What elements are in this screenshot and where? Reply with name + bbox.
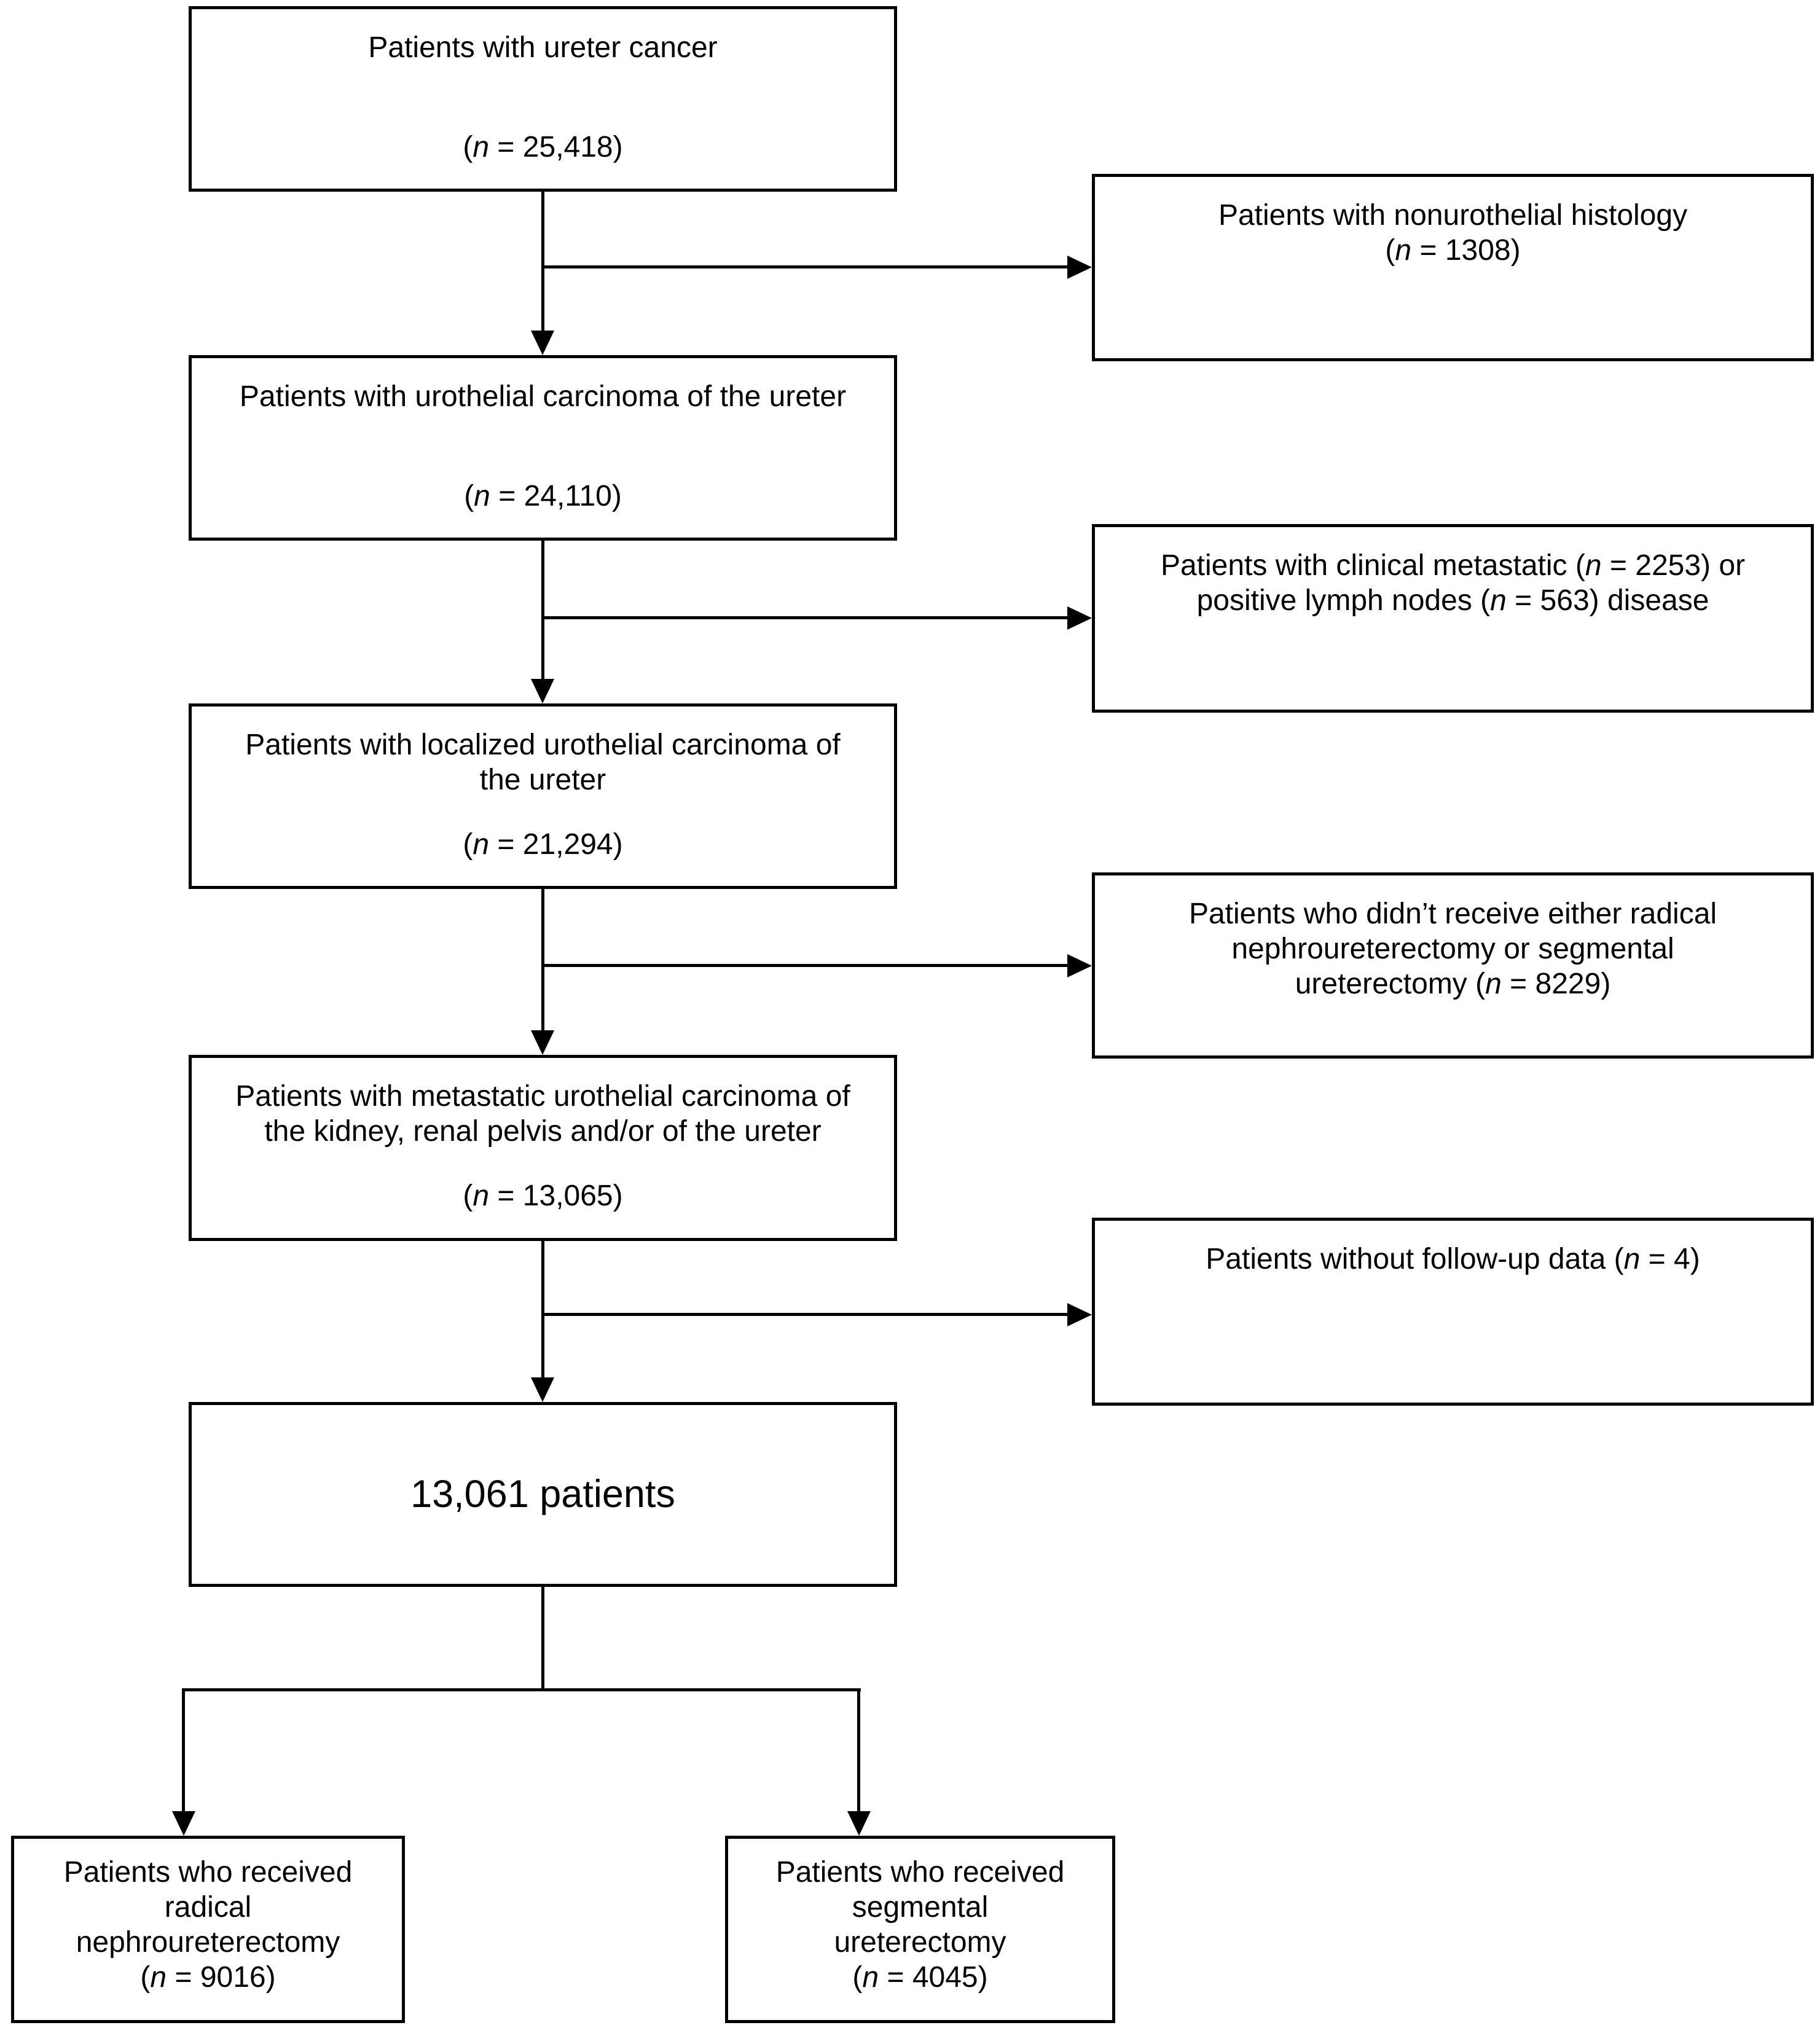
box-text-line: the kidney, renal pelvis and/or of the u… xyxy=(264,1115,822,1148)
arrow-down-icon xyxy=(531,679,554,703)
box-text-line: Patients who received xyxy=(63,1856,353,1889)
arrow-right-icon xyxy=(1067,256,1092,279)
box-text-line: ureterectomy xyxy=(834,1926,1006,1959)
box-text-line: Patients with localized urothelial carci… xyxy=(245,729,841,761)
connector-trunk-3 xyxy=(541,889,544,1032)
connector-drop-left xyxy=(182,1688,185,1812)
box-ureter-cancer: Patients with ureter cancer (n = 25,418) xyxy=(189,6,897,192)
box-text-line: radical xyxy=(164,1891,252,1924)
box-no-surgery: Patients who didn’t receive either radic… xyxy=(1092,872,1814,1059)
box-text-line: Patients with clinical metastatic (n = 2… xyxy=(1160,549,1746,582)
box-text-line: the ureter xyxy=(479,764,606,796)
box-text-line: 13,061 patients xyxy=(410,1473,675,1516)
box-segmental-ureterectomy: Patients who received segmental ureterec… xyxy=(725,1836,1115,2023)
count-line: (n = 13,065) xyxy=(463,1180,623,1212)
box-title: Patients without follow-up data (n = 4) xyxy=(1095,1221,1811,1277)
connector-drop-right xyxy=(857,1688,860,1812)
n-italic: n xyxy=(1623,1243,1641,1275)
box-no-followup: Patients without follow-up data (n = 4) xyxy=(1092,1218,1814,1406)
box-metastatic-kidney-pelvis-ureter: Patients with metastatic urothelial carc… xyxy=(189,1055,897,1241)
connector-branch-1 xyxy=(543,265,1067,268)
box-title: Patients who received segmental ureterec… xyxy=(728,1839,1112,1995)
box-metastatic-or-nodes: Patients with clinical metastatic (n = 2… xyxy=(1092,524,1814,713)
box-title: Patients with nonurothelial histology (n… xyxy=(1095,177,1811,268)
box-text-line: ureterectomy (n = 8229) xyxy=(1295,968,1611,1000)
box-text-line: nephroureterectomy xyxy=(76,1926,340,1959)
box-text-line: Patients with nonurothelial histology xyxy=(1218,199,1688,232)
connector-trunk-5 xyxy=(541,1587,544,1691)
box-text-line: Patients who didn’t receive either radic… xyxy=(1188,898,1717,930)
box-text-line: Patients without follow-up data (n = 4) xyxy=(1206,1243,1700,1275)
connector-split-horizontal xyxy=(182,1688,861,1691)
count-line: (n = 21,294) xyxy=(463,828,623,861)
arrow-down-icon xyxy=(847,1811,871,1836)
arrow-right-icon xyxy=(1067,954,1092,977)
arrow-down-icon xyxy=(172,1811,195,1836)
n-italic: n xyxy=(1585,549,1602,582)
arrow-right-icon xyxy=(1067,606,1092,630)
n-italic: n xyxy=(473,828,490,861)
box-nonurothelial-histology: Patients with nonurothelial histology (n… xyxy=(1092,174,1814,361)
box-text-line: Patients who received xyxy=(775,1856,1065,1889)
count-line: (n = 25,418) xyxy=(463,131,623,163)
box-text-line: positive lymph nodes (n = 563) disease xyxy=(1196,584,1709,617)
box-text-line: (n = 9016) xyxy=(140,1961,276,1994)
box-title: Patients with localized urothelial carci… xyxy=(192,707,894,797)
box-title: Patients with metastatic urothelial carc… xyxy=(192,1058,894,1149)
box-text-line: Patients with urothelial carcinoma of th… xyxy=(239,380,847,413)
n-italic: n xyxy=(150,1961,167,1994)
connector-trunk-1 xyxy=(541,192,544,332)
box-title: Patients who didn’t receive either radic… xyxy=(1095,875,1811,1001)
n-italic: n xyxy=(862,1961,879,1994)
connector-trunk-2 xyxy=(541,541,544,680)
box-text-line: nephroureterectomy or segmental xyxy=(1231,933,1674,965)
box-title: Patients with clinical metastatic (n = 2… xyxy=(1095,527,1811,618)
box-urothelial-carcinoma: Patients with urothelial carcinoma of th… xyxy=(189,355,897,541)
arrow-down-icon xyxy=(531,1030,554,1055)
box-title: Patients who received radical nephrouret… xyxy=(14,1839,402,1995)
arrow-down-icon xyxy=(531,1377,554,1402)
n-italic: n xyxy=(1395,234,1412,267)
connector-branch-4 xyxy=(543,1313,1067,1316)
box-text-line: (n = 1308) xyxy=(1385,234,1521,267)
arrow-down-icon xyxy=(531,331,554,355)
box-text-line: (n = 4045) xyxy=(852,1961,988,1994)
box-text-line: segmental xyxy=(852,1891,989,1924)
arrow-right-icon xyxy=(1067,1303,1092,1326)
n-italic: n xyxy=(1490,584,1507,617)
n-italic: n xyxy=(474,480,490,512)
box-text-line: Patients with metastatic urothelial carc… xyxy=(235,1080,850,1113)
box-title: Patients with ureter cancer xyxy=(192,9,894,65)
count-line: (n = 24,110) xyxy=(464,480,622,512)
box-radical-nephroureterectomy: Patients who received radical nephrouret… xyxy=(11,1836,405,2023)
n-italic: n xyxy=(1485,968,1502,1000)
box-final-cohort: 13,061 patients xyxy=(189,1402,897,1587)
connector-trunk-4 xyxy=(541,1241,544,1379)
box-text-line: Patients with ureter cancer xyxy=(368,31,718,64)
connector-branch-3 xyxy=(543,964,1067,967)
n-italic: n xyxy=(473,131,490,163)
box-localized-carcinoma: Patients with localized urothelial carci… xyxy=(189,703,897,889)
connector-branch-2 xyxy=(543,616,1067,619)
box-title: Patients with urothelial carcinoma of th… xyxy=(192,358,894,414)
n-italic: n xyxy=(473,1180,490,1212)
